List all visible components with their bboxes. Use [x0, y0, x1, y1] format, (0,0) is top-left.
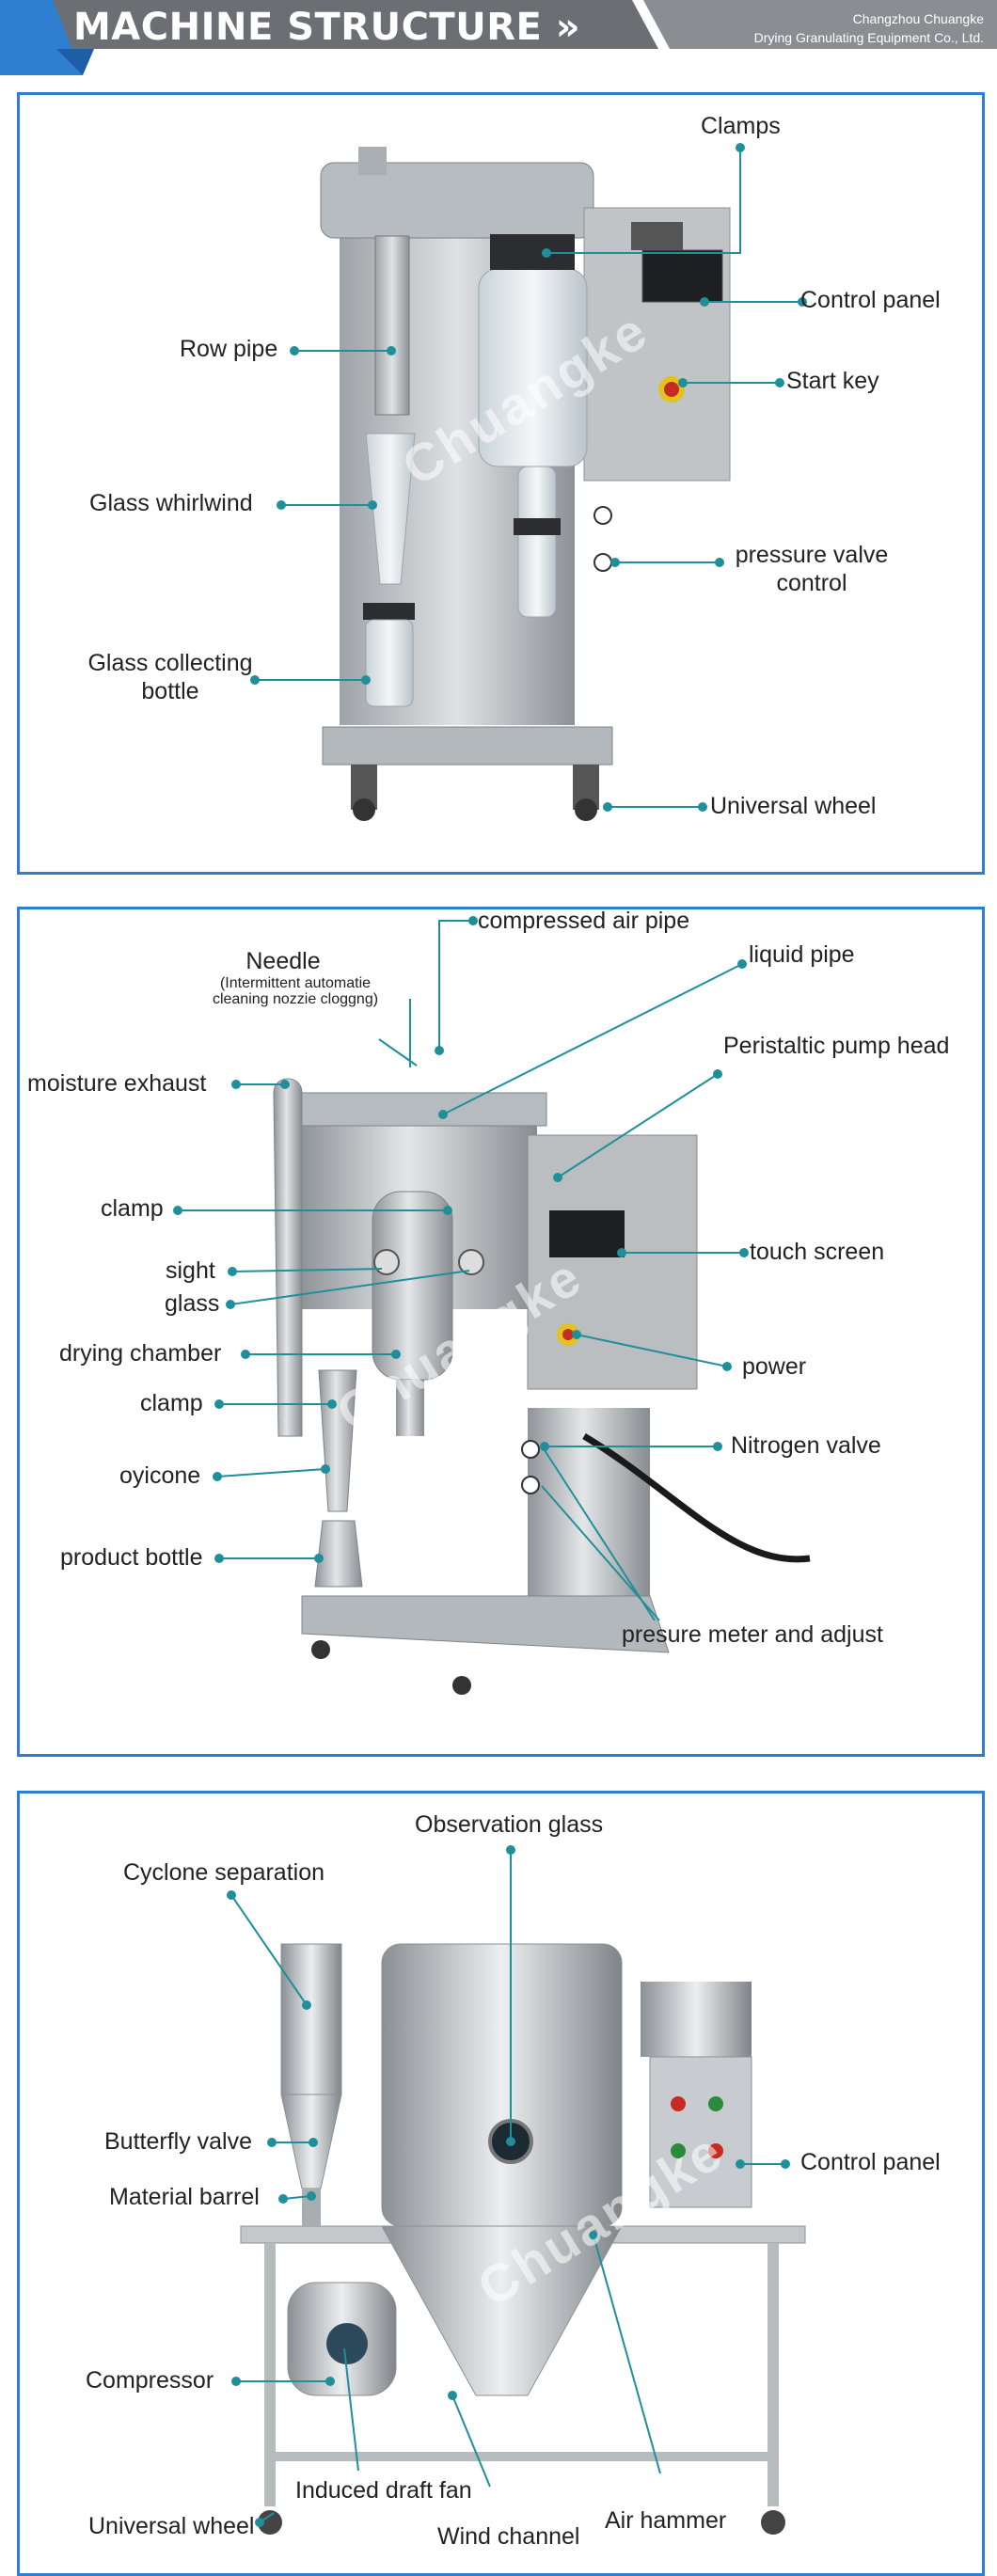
machine-illustration-1: [250, 143, 807, 821]
label-material-barrel: Material barrel: [109, 2184, 260, 2210]
label-pressure-valve-line2: control: [776, 570, 847, 596]
label-clamps: Clamps: [701, 113, 781, 139]
label-nitrogen-valve: Nitrogen valve: [731, 1432, 881, 1459]
label-pressure-valve-line1: pressure valve: [735, 542, 889, 568]
label-moisture-exhaust: moisture exhaust: [27, 1070, 207, 1097]
label-liquid-pipe: liquid pipe: [749, 941, 855, 968]
label-needle: Needle: [245, 948, 321, 974]
label-drying-chamber: drying chamber: [59, 1340, 222, 1367]
label-power: power: [742, 1353, 807, 1380]
label-compressed-air-pipe: compressed air pipe: [478, 908, 690, 934]
company-line-1: Changzhou Chuangke: [852, 11, 984, 26]
label-needle-note: (Intermittent automatie cleaning nozzie …: [197, 975, 394, 1007]
header-banner: [0, 0, 997, 75]
label-glass-collecting-bottle: Glass collecting bottle: [76, 649, 264, 705]
label-collecting-line1: Glass collecting: [87, 650, 253, 676]
label-product-bottle: product bottle: [60, 1544, 203, 1571]
company-name: Changzhou Chuangke Drying Granulating Eq…: [754, 9, 984, 47]
label-touch-screen: touch screen: [750, 1239, 885, 1265]
label-air-hammer: Air hammer: [605, 2507, 727, 2534]
label-observation-glass: Observation glass: [415, 1811, 604, 1838]
machine-illustration-3: [227, 1845, 806, 2535]
label-clamp-top: clamp: [101, 1195, 164, 1222]
page-header: MACHINE STRUCTURE » Changzhou Chuangke D…: [0, 0, 997, 75]
page-title: MACHINE STRUCTURE »: [73, 6, 581, 49]
label-glass: glass: [165, 1290, 220, 1317]
panel-lab-spray-dryer-1: Chuangke Clamps Control panel Row pipe S…: [17, 92, 985, 875]
label-butterfly-valve: Butterfly valve: [104, 2128, 253, 2155]
panel-spray-dryer-3: Chuangke Observation glass Cyclone separ…: [17, 1791, 985, 2576]
label-needle-note-line1: (Intermittent automatie: [219, 975, 372, 991]
label-peristaltic-pump-head: Peristaltic pump head: [723, 1033, 950, 1059]
label-oyicone: oyicone: [119, 1462, 201, 1489]
label-cyclone-separation: Cyclone separation: [123, 1859, 325, 1886]
label-glass-whirlwind: Glass whirlwind: [89, 490, 253, 516]
label-induced-draft-fan: Induced draft fan: [295, 2477, 472, 2504]
label-collecting-line2: bottle: [141, 678, 199, 704]
panel-lab-spray-dryer-2: Chuangke compressed air pipe liquid pipe…: [17, 907, 985, 1757]
label-pressure-valve: pressure valve control: [718, 541, 906, 597]
label-needle-note-line2: cleaning nozzie cloggng): [212, 991, 379, 1007]
label-universal-wheel: Universal wheel: [88, 2513, 255, 2539]
label-wind-channel: Wind channel: [437, 2523, 580, 2550]
label-sight: sight: [166, 1257, 215, 1284]
machine-illustration-2: [173, 916, 811, 1695]
label-universal-wheel: Universal wheel: [710, 793, 877, 819]
label-row-pipe: Row pipe: [180, 336, 278, 362]
company-line-2: Drying Granulating Equipment Co., Ltd.: [753, 30, 984, 45]
label-clamp-bottom: clamp: [140, 1390, 203, 1416]
label-control-panel: Control panel: [800, 287, 941, 313]
label-presure-meter-and-adjust: presure meter and adjust: [622, 1621, 883, 1648]
label-control-panel: Control panel: [800, 2149, 941, 2175]
label-start-key: Start key: [786, 368, 879, 394]
label-compressor: Compressor: [86, 2367, 214, 2394]
